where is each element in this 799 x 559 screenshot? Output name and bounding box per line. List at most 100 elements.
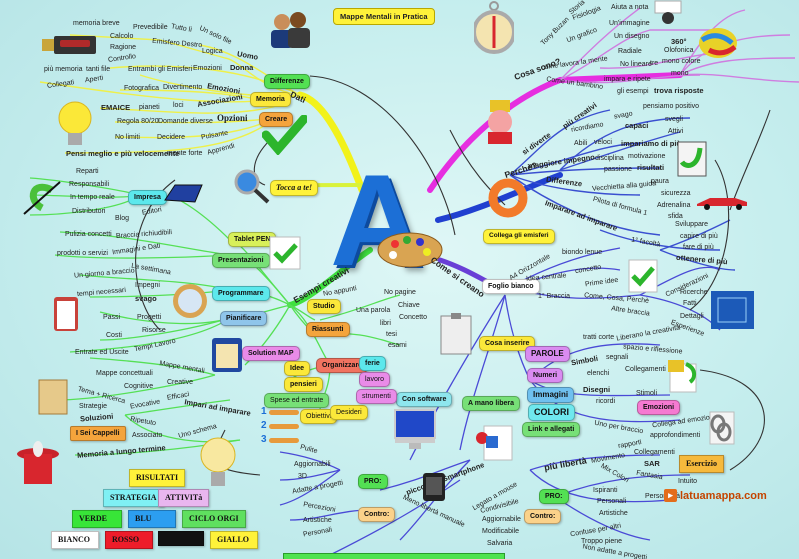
leaf: Progetti [137, 314, 162, 321]
leaf: Ragione [110, 44, 137, 51]
node-contro-right[interactable]: Contro: [524, 509, 562, 524]
leaf: libri [380, 320, 391, 327]
website-link[interactable]: latuamappa.com [680, 490, 767, 502]
tocca-a-te-node[interactable]: Tocca a te! [270, 180, 319, 196]
node-pro-right[interactable]: PRO: [539, 489, 569, 504]
leaf: Blog [115, 215, 130, 222]
legend-nero[interactable] [158, 531, 204, 546]
node-immagini[interactable]: Immagini [527, 387, 575, 403]
leaf: Personalità [645, 493, 681, 500]
leaf: Prevedibile [133, 24, 168, 31]
legend-giallo[interactable]: GIALLO [210, 531, 258, 549]
legend-attivita[interactable]: ATTIVITà [158, 489, 210, 507]
node-differenze[interactable]: Differenze [264, 74, 310, 89]
node-pro-left[interactable]: PRO: [358, 474, 388, 489]
node-colori[interactable]: COLORI [528, 404, 575, 421]
leaf: impara e ripete [604, 76, 651, 83]
leaf: Aggiornabile [482, 516, 521, 523]
scroll-icon [38, 379, 68, 415]
node-lavoro[interactable]: lavoro [359, 372, 391, 387]
leaf: Costi [106, 332, 122, 339]
node-programmare[interactable]: Programmare [212, 286, 270, 301]
leaf: Risorse [142, 327, 166, 334]
node-memoria[interactable]: Memoria [250, 92, 291, 107]
leaf: Fatti [683, 300, 697, 307]
imac-icon [394, 409, 436, 449]
legend-blu[interactable]: BLU [128, 510, 176, 528]
node-esercizio[interactable]: Esercizio [679, 455, 724, 473]
legend-rosso[interactable]: ROSSO [105, 531, 153, 549]
leaf: In tempo reale [70, 194, 115, 201]
node-foglio-bianco[interactable]: Foglio bianco [482, 279, 540, 294]
node-spese-entrate[interactable]: Spese ed entrate [264, 393, 330, 408]
leaf: capire di più [680, 233, 718, 240]
node-ferie[interactable]: ferie [359, 356, 386, 371]
leaf: Artistiche [599, 510, 628, 517]
light-bulb-icon [58, 101, 92, 145]
node-strumenti[interactable]: strumenti [356, 389, 397, 404]
legend-strategia[interactable]: STRATEGIA [103, 489, 164, 507]
legend-ciclo-orgi[interactable]: CICLO ORGI [182, 510, 246, 528]
node-solution-map[interactable]: Solution MAP [242, 346, 300, 361]
leaf: Olofonica [664, 47, 694, 54]
node-obiettivi[interactable]: Obiettivi [300, 409, 338, 424]
node-cosa-inserire[interactable]: Cosa inserire [479, 336, 536, 351]
leaf: Collegamenti [634, 449, 675, 456]
leaf: prodotti o servizi [57, 250, 108, 257]
node-mano-libera[interactable]: A mano libera [462, 396, 521, 411]
solution-map-icon [212, 338, 242, 372]
blank-clipboard-icon [440, 313, 472, 355]
leaf: impariamo di più [621, 139, 682, 148]
teacher-icon [654, 0, 682, 24]
leaf: Passi [103, 314, 121, 321]
node-emozioni[interactable]: Emozioni [637, 400, 681, 415]
leaf: Salvaria [487, 540, 513, 547]
leaf: approfondimenti [650, 432, 701, 439]
node-creare[interactable]: Creare [259, 112, 294, 127]
leaf: Distributori [72, 208, 106, 215]
palette-icon [377, 232, 443, 268]
leaf: sfida [668, 213, 683, 220]
leaf: mono colore [662, 58, 701, 65]
latuamappa-logo-icon: ▸ [664, 489, 677, 502]
node-presentazioni[interactable]: Presentazioni [212, 253, 270, 268]
node-link-allegati[interactable]: Link e allegati [522, 422, 581, 437]
magic-hat-icon [17, 441, 59, 484]
leaf: tesi [386, 331, 397, 338]
node-con-software[interactable]: Con software [396, 392, 453, 407]
node-pensieri[interactable]: pensieri [284, 377, 323, 392]
leaf: tratti corte [583, 334, 615, 341]
leaf: svegli [665, 116, 683, 123]
leaf: Abili [574, 140, 588, 147]
node-riassunti[interactable]: Riassunti [306, 322, 350, 337]
leaf: biondo lenue [562, 249, 603, 256]
leaf: Ricerche [680, 289, 708, 296]
footer-bar [283, 553, 505, 559]
node-collega-emisferi[interactable]: Collega gli emisferi [483, 229, 555, 244]
legend-verde[interactable]: VERDE [72, 510, 122, 528]
leaf: Collegamenti [625, 366, 666, 373]
leaf: Stimoli [636, 390, 658, 397]
leaf: tre [650, 60, 659, 67]
legend-risultati[interactable]: RISULTATI [129, 469, 186, 487]
node-desideri[interactable]: Desideri [330, 405, 368, 420]
node-studio[interactable]: Studio [307, 299, 341, 314]
leaf: Pulizia concetti [65, 231, 112, 238]
node-idee[interactable]: Idee [284, 361, 311, 376]
brain-icon [699, 28, 737, 58]
leaf: risultati [637, 163, 665, 172]
leaf: Troppo piene [581, 538, 622, 545]
node-pianificare[interactable]: Pianificare [220, 311, 268, 326]
leaf: Impegni [135, 282, 160, 289]
node-parole[interactable]: PAROLE [525, 346, 570, 362]
leaf: esami [388, 342, 407, 349]
leaf: trova risposte [654, 86, 704, 95]
node-contro-left[interactable]: Contro: [358, 507, 396, 522]
node-numeri[interactable]: Numeri [527, 368, 564, 383]
smartphone-icon [423, 473, 445, 501]
leaf: Regola 80/20 [117, 118, 159, 125]
leaf: Pensi meglio e più velocemente [66, 149, 180, 158]
node-sei-cappelli[interactable]: I Sei Cappelli [70, 426, 126, 441]
legend-bianco[interactable]: BIANCO [51, 531, 99, 549]
leaf: Concetto [399, 314, 428, 321]
